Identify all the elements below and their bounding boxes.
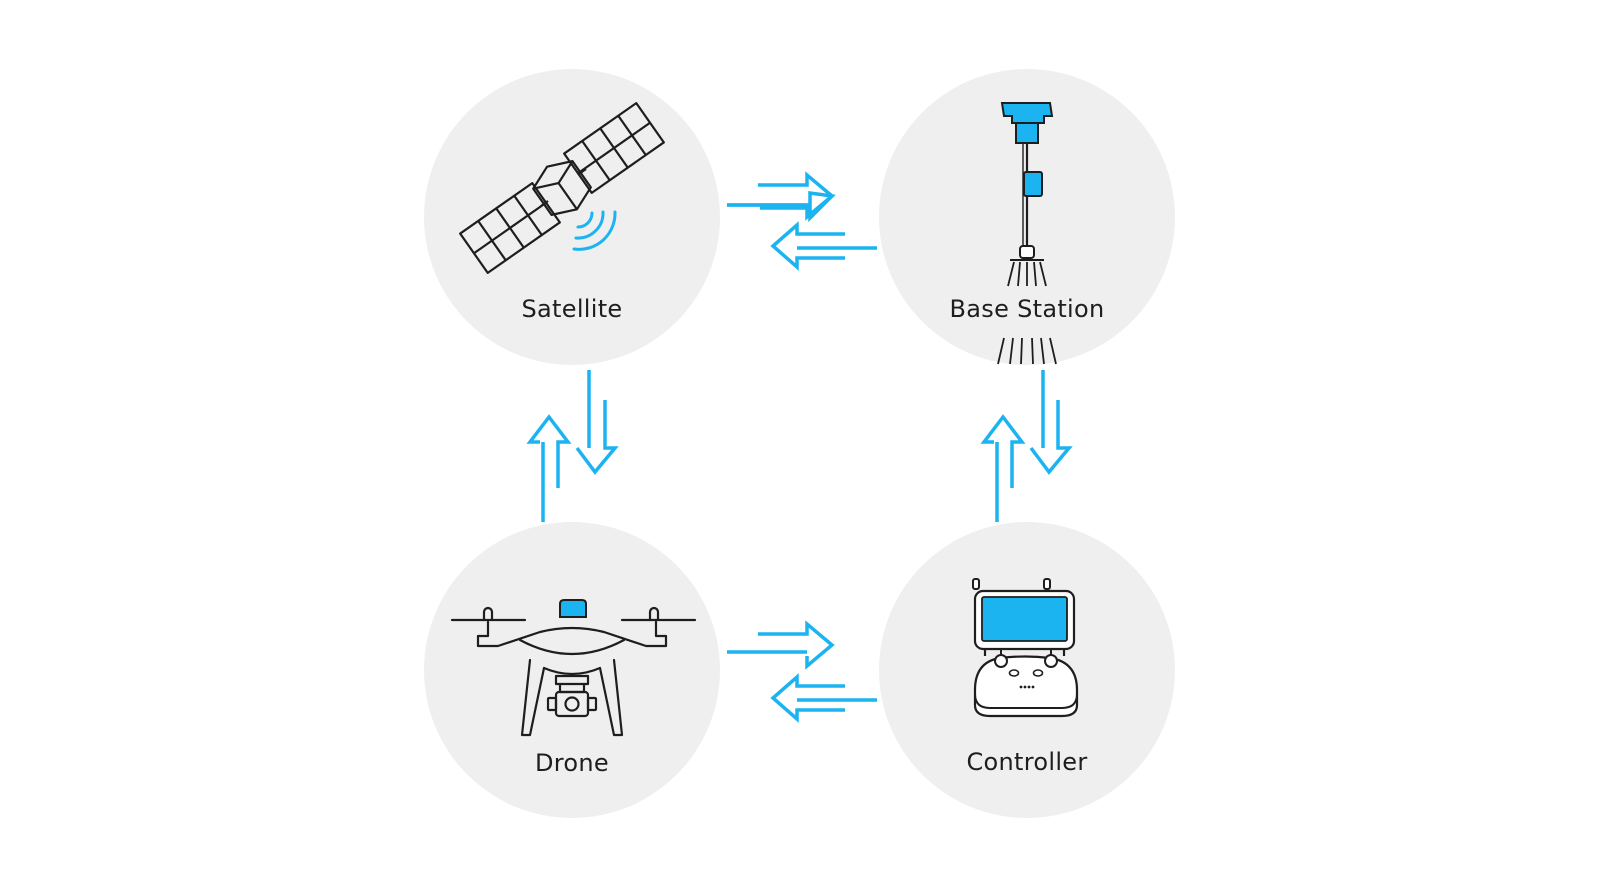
drone-icon — [450, 606, 697, 737]
arrow-base-station-to-satellite — [770, 221, 877, 271]
satellite-node-circle — [424, 69, 720, 365]
controller-icon — [972, 578, 1079, 718]
arrow-base-station-to-controller — [1029, 370, 1073, 475]
arrow-controller-to-drone — [770, 673, 877, 723]
satellite-icon — [459, 102, 665, 274]
satellite-label: Satellite — [521, 295, 623, 323]
arrow-drone-to-satellite — [526, 414, 572, 522]
drone-gps-module-icon — [559, 599, 587, 618]
drone-label: Drone — [535, 749, 609, 777]
base-station-label: Base Station — [949, 295, 1105, 323]
arrow-satellite-to-base-station — [727, 171, 836, 223]
arrow-drone-to-controller — [727, 620, 835, 670]
arrow-satellite-to-drone — [575, 370, 619, 475]
signal-waves-icon — [572, 210, 617, 251]
controller-label: Controller — [966, 748, 1088, 776]
drone-node-circle — [424, 522, 720, 818]
base-station-icon — [997, 102, 1057, 365]
arrow-controller-to-base-station — [980, 414, 1026, 522]
